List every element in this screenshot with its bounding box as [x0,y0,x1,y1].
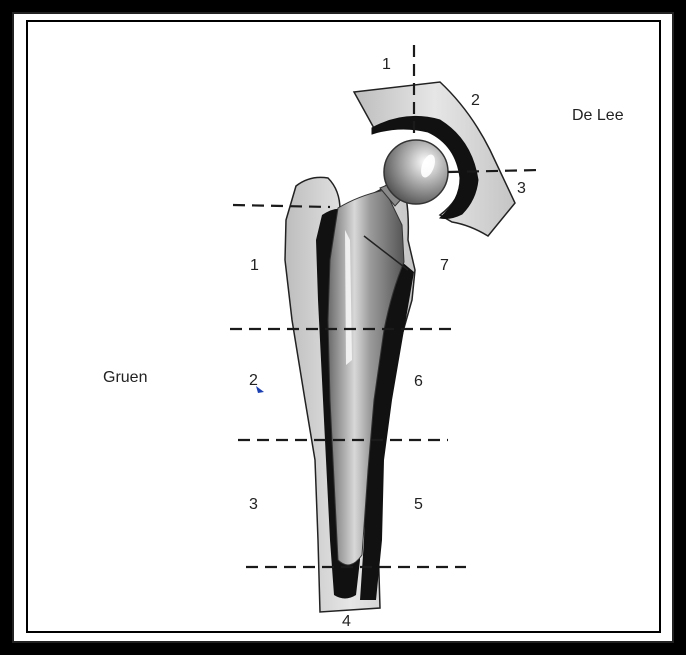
gruen-zone-6: 6 [414,374,423,390]
gruen-zone-4: 4 [342,614,351,630]
gruen-zone-5: 5 [414,497,423,513]
gruen-system-label: Gruen [103,370,147,386]
delee-zone-2: 2 [471,93,480,109]
gruen-zone-7: 7 [440,258,449,274]
gruen-zone-1: 1 [250,258,259,274]
delee-zone-3: 3 [517,181,526,197]
gruen-zone-3: 3 [249,497,258,513]
gruen-zone-2: 2 [249,373,258,389]
femoral-head [384,140,448,204]
delee-zone-1: 1 [382,57,391,73]
delee-system-label: De Lee [572,108,624,124]
